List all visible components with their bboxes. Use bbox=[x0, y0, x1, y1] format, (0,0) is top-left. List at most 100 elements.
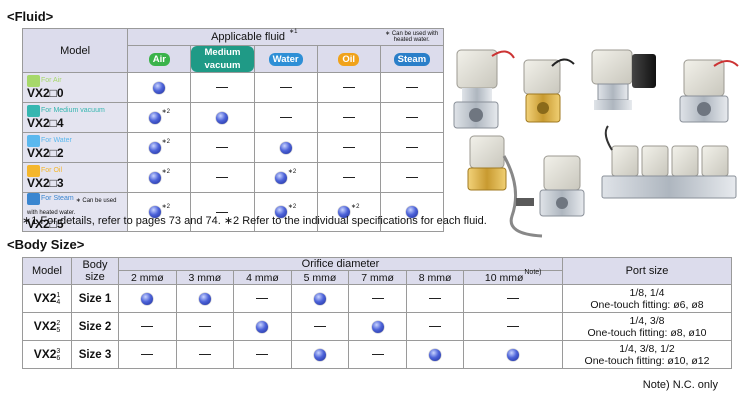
not-applicable-dash bbox=[342, 117, 355, 119]
not-applicable-dash bbox=[405, 147, 418, 149]
fluid-badge: Water bbox=[268, 52, 303, 66]
fluid-model-name: VX2□3 bbox=[27, 176, 64, 190]
orifice-value-cell bbox=[175, 340, 235, 369]
orifice-value-cell bbox=[233, 312, 292, 341]
fluid-badge: Oil bbox=[338, 52, 360, 66]
fluid-value-cell bbox=[253, 102, 318, 133]
body-model-name: VX2 bbox=[33, 346, 57, 361]
orifice-value-cell bbox=[290, 340, 350, 369]
fluid-type-icon bbox=[27, 165, 40, 177]
orifice-value-cell bbox=[233, 340, 292, 369]
orifice-value-cell bbox=[118, 284, 177, 313]
not-applicable-dash bbox=[429, 326, 442, 328]
fluid-value-cell bbox=[379, 132, 445, 163]
fluid-value-cell bbox=[190, 72, 255, 103]
fluid-model-name: VX2□2 bbox=[27, 146, 64, 160]
fluid-value-cell bbox=[379, 72, 445, 103]
orifice-label-cell: 2 mmø bbox=[118, 270, 177, 285]
fluid-value-cell bbox=[190, 192, 255, 232]
fluid-label-cell: Steam bbox=[379, 45, 445, 73]
not-applicable-dash bbox=[141, 354, 154, 356]
not-applicable-dash bbox=[198, 354, 211, 356]
fluid-value-cell bbox=[127, 72, 192, 103]
applicable-dot-icon bbox=[279, 141, 292, 154]
applicable-dot-icon bbox=[313, 348, 326, 361]
applicable-dot-icon bbox=[507, 348, 520, 361]
orifice-value-cell bbox=[405, 284, 465, 313]
fluid-tag-label: For Water bbox=[41, 137, 72, 144]
fluid-value-cell bbox=[316, 102, 381, 133]
fluid-value-cell bbox=[316, 162, 381, 193]
orifice-value-cell bbox=[290, 312, 350, 341]
fluid-tag-line: For Steam∗ Can be used with heated water… bbox=[27, 193, 127, 218]
not-applicable-dash bbox=[279, 117, 292, 119]
not-applicable-dash bbox=[313, 326, 326, 328]
port-size-thread: 1/8, 1/4 bbox=[629, 286, 665, 299]
orifice-diameter-header: Orifice diameter bbox=[118, 257, 563, 271]
port-size-fitting: One-touch fitting: ø8, ø10 bbox=[587, 326, 707, 339]
model-sub-top: 3 bbox=[56, 348, 61, 356]
fluid-value-cell bbox=[316, 132, 381, 163]
orifice-value-cell bbox=[463, 284, 563, 313]
fluid-value-cell bbox=[316, 72, 381, 103]
fluid-value-cell: ∗2 bbox=[253, 162, 318, 193]
fluid-value-cell bbox=[190, 132, 255, 163]
not-applicable-dash bbox=[198, 326, 211, 328]
applicable-fluid-label: Applicable fluid bbox=[211, 31, 286, 43]
fluid-note-mark: ∗2 bbox=[161, 139, 170, 146]
orifice-value-cell bbox=[348, 284, 407, 313]
fluid-value-cell: ∗2 bbox=[316, 192, 381, 232]
fluid-note-mark: ∗2 bbox=[287, 203, 297, 210]
fluid-value-cell: ∗2 bbox=[127, 162, 192, 193]
not-applicable-dash bbox=[256, 354, 269, 356]
not-applicable-dash bbox=[279, 87, 292, 89]
fluid-note-mark: ∗2 bbox=[161, 109, 170, 116]
fluid-tag-line: For Oil bbox=[27, 165, 127, 177]
applicable-note-mark: ∗1 bbox=[289, 29, 298, 35]
applicable-dot-icon bbox=[274, 206, 287, 218]
applicable-dot-icon bbox=[371, 320, 384, 333]
orifice-value-cell bbox=[118, 340, 177, 369]
model-sub-bottom: 5 bbox=[56, 327, 61, 335]
orifice-label-cell: 5 mmø bbox=[290, 270, 350, 285]
not-applicable-dash bbox=[342, 177, 355, 179]
model-sub-bottom: 6 bbox=[56, 355, 61, 363]
model-sub-top: 2 bbox=[56, 320, 61, 328]
fluid-value-cell: ∗2 bbox=[253, 192, 318, 232]
fluid-row: For Steam∗ Can be used with heated water… bbox=[21, 192, 445, 232]
not-applicable-dash bbox=[371, 298, 384, 300]
fluid-note-mark: ∗2 bbox=[161, 169, 170, 176]
fluid-section-title: <Fluid> bbox=[7, 9, 54, 24]
orifice-label: 7 mmø bbox=[361, 271, 394, 284]
port-size-header: Port size bbox=[562, 257, 732, 285]
fluid-badge: Medium vacuum bbox=[191, 46, 254, 72]
fluid-badge: Steam bbox=[393, 52, 431, 66]
valve-products-photo bbox=[453, 49, 739, 238]
fluid-note-mark: ∗2 bbox=[351, 203, 360, 210]
fluid-tag-label: For Air bbox=[41, 77, 62, 84]
applicable-dot-icon bbox=[148, 111, 161, 124]
not-applicable-dash bbox=[216, 177, 229, 179]
fluid-footnote: ∗1 For details, refer to pages 73 and 74… bbox=[22, 215, 487, 227]
fluid-label-cell: Oil bbox=[316, 45, 381, 73]
orifice-label-cell: 3 mmø bbox=[175, 270, 235, 285]
fluid-label-cell: Water bbox=[253, 45, 318, 73]
port-size-fitting: One-touch fitting: ø10, ø12 bbox=[584, 354, 710, 367]
not-applicable-dash bbox=[371, 354, 384, 356]
